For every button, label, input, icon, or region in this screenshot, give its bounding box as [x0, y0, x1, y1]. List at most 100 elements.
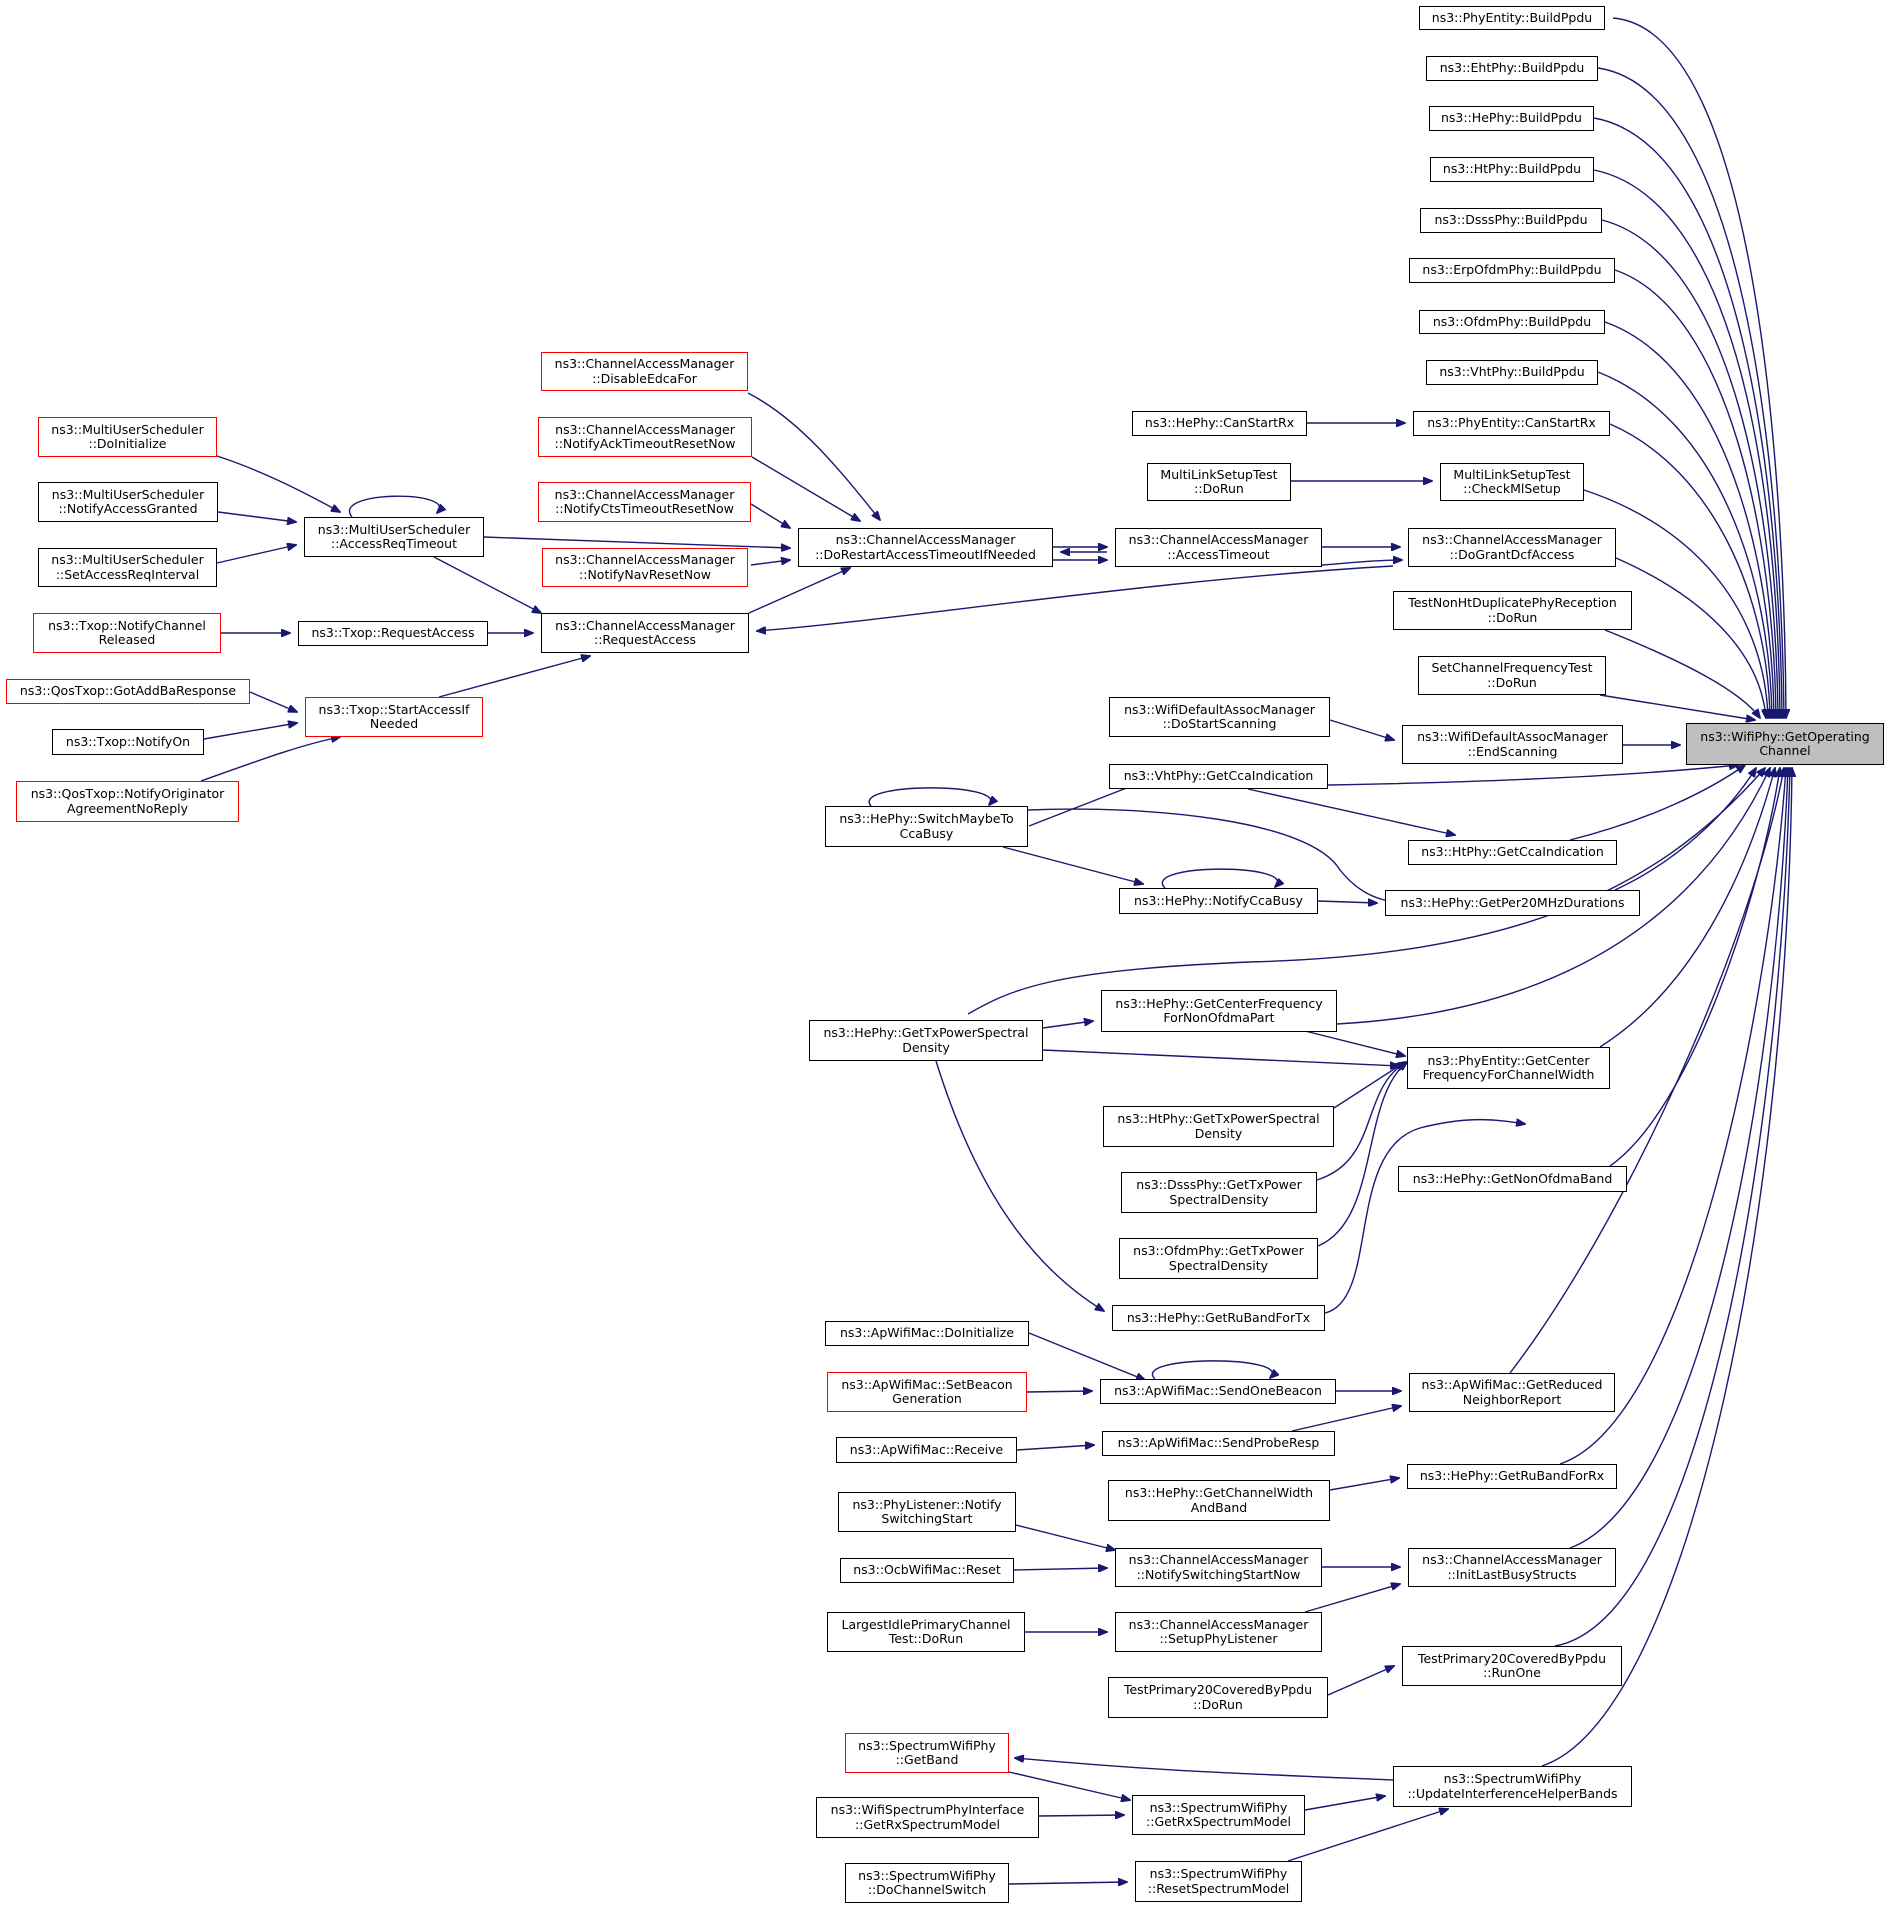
node-htphy-buildppdu[interactable]: ns3::HtPhy::BuildPpdu [1430, 157, 1594, 182]
node-hephy-getrubandforrx[interactable]: ns3::HePhy::GetRuBandForRx [1407, 1464, 1617, 1489]
node-mus-accessreqtimeout[interactable]: ns3::MultiUserScheduler ::AccessReqTimeo… [304, 517, 484, 557]
node-lipct-dorun[interactable]: LargestIdlePrimaryChannel Test::DoRun [827, 1612, 1025, 1652]
node-wdam-dostartscanning[interactable]: ns3::WifiDefaultAssocManager ::DoStartSc… [1109, 697, 1330, 737]
call-edge-81 [1008, 1882, 1127, 1884]
call-edge-56 [750, 560, 790, 566]
node-mlst-dorun[interactable]: MultiLinkSetupTest ::DoRun [1147, 463, 1291, 501]
call-edge-52 [1304, 1796, 1385, 1811]
node-cam-dorestart[interactable]: ns3::ChannelAccessManager ::DoRestartAcc… [798, 528, 1053, 567]
call-edge-62 [433, 556, 541, 613]
node-txop-startaccessifneeded[interactable]: ns3::Txop::StartAccessIf Needed [305, 697, 483, 737]
call-edge-54 [483, 536, 790, 548]
node-txop-notifyon[interactable]: ns3::Txop::NotifyOn [52, 729, 204, 755]
node-hephy-getchannelwidthandband[interactable]: ns3::HePhy::GetChannelWidth AndBand [1108, 1480, 1330, 1521]
node-dsssphy-buildppdu[interactable]: ns3::DsssPhy::BuildPpdu [1420, 208, 1602, 233]
node-mus-doinitialize[interactable]: ns3::MultiUserScheduler ::DoInitialize [38, 417, 217, 457]
node-hephy-gettxpsd[interactable]: ns3::HePhy::GetTxPowerSpectral Density [809, 1020, 1043, 1061]
node-ofdmphy-buildppdu[interactable]: ns3::OfdmPhy::BuildPpdu [1419, 310, 1605, 334]
node-hephy-switchmaybe[interactable]: ns3::HePhy::SwitchMaybeTo CcaBusy [825, 806, 1028, 847]
call-edge-75 [1016, 1445, 1094, 1451]
call-edge-66 [216, 455, 340, 512]
node-apwifimac-doinitialize[interactable]: ns3::ApWifiMac::DoInitialize [825, 1321, 1029, 1346]
call-edge-29 [1321, 560, 1402, 566]
node-htphy-gettxpsd[interactable]: ns3::HtPhy::GetTxPowerSpectral Density [1103, 1106, 1334, 1147]
call-edge-45 [935, 1060, 1104, 1311]
node-phyentity-getcenterfreq[interactable]: ns3::PhyEntity::GetCenter FrequencyForCh… [1407, 1047, 1610, 1089]
node-hephy-canstartrx[interactable]: ns3::HePhy::CanStartRx [1132, 411, 1307, 436]
node-qostxop-gotaddba[interactable]: ns3::QosTxop::GotAddBaResponse [6, 679, 250, 704]
call-edge-0 [1612, 17, 1786, 718]
node-hephy-getrubandfortx[interactable]: ns3::HePhy::GetRuBandForTx [1112, 1305, 1325, 1331]
call-edge-65 [438, 656, 590, 698]
call-edge-40 [1304, 1030, 1405, 1056]
node-apwifimac-getrnr[interactable]: ns3::ApWifiMac::GetReduced NeighborRepor… [1409, 1373, 1615, 1412]
node-cam-dograntdcfaccess[interactable]: ns3::ChannelAccessManager ::DoGrantDcfAc… [1408, 528, 1616, 567]
node-tnhtdpr-dorun[interactable]: TestNonHtDuplicatePhyReception ::DoRun [1393, 591, 1632, 630]
node-hephy-getcenterfreq[interactable]: ns3::HePhy::GetCenterFrequency ForNonOfd… [1101, 990, 1337, 1032]
node-ocbwifimac-reset[interactable]: ns3::OcbWifiMac::Reset [840, 1558, 1014, 1583]
call-edge-12 [1599, 694, 1755, 720]
call-edge-8 [1609, 423, 1770, 718]
call-edge-41 [1333, 1062, 1405, 1109]
node-hephy-getnonofdmaband[interactable]: ns3::HePhy::GetNonOfdmaBand [1398, 1166, 1627, 1192]
node-cam-disableedcafor[interactable]: ns3::ChannelAccessManager ::DisableEdcaF… [541, 352, 748, 391]
call-edge-34 [1247, 788, 1455, 835]
node-txop-requestaccess[interactable]: ns3::Txop::RequestAccess [298, 621, 488, 646]
node-phyentity-buildppdu[interactable]: ns3::PhyEntity::BuildPpdu [1419, 6, 1605, 30]
node-erpofdmphy-buildppdu[interactable]: ns3::ErpOfdmPhy::BuildPpdu [1409, 258, 1615, 283]
node-cam-notifyack[interactable]: ns3::ChannelAccessManager ::NotifyAckTim… [538, 417, 752, 457]
call-edge-61 [757, 565, 1394, 631]
node-ofdmphy-gettxpsd[interactable]: ns3::OfdmPhy::GetTxPower SpectralDensity [1119, 1238, 1318, 1279]
node-phyentity-canstartrx[interactable]: ns3::PhyEntity::CanStartRx [1413, 411, 1610, 436]
call-edge-35 [1027, 808, 1398, 903]
node-cam-notifyswitchingstartnow[interactable]: ns3::ChannelAccessManager ::NotifySwitch… [1115, 1548, 1322, 1587]
node-txop-notifychannelreleased[interactable]: ns3::Txop::NotifyChannel Released [33, 613, 221, 653]
root-node-getoperatingchannel: ns3::WifiPhy::GetOperating Channel [1686, 723, 1884, 765]
node-wspi-getrxspectrummodel[interactable]: ns3::WifiSpectrumPhyInterface ::GetRxSpe… [816, 1797, 1039, 1838]
call-edge-20 [1609, 768, 1780, 1167]
node-cam-accesstimeout[interactable]: ns3::ChannelAccessManager ::AccessTimeou… [1115, 528, 1322, 567]
node-apwifimac-sendproberesp[interactable]: ns3::ApWifiMac::SendProbeResp [1102, 1431, 1335, 1456]
node-swp-getband[interactable]: ns3::SpectrumWifiPhy ::GetBand [845, 1733, 1009, 1773]
node-cam-notifycts[interactable]: ns3::ChannelAccessManager ::NotifyCtsTim… [538, 482, 751, 522]
node-wdam-endscanning[interactable]: ns3::WifiDefaultAssocManager ::EndScanni… [1402, 725, 1623, 764]
node-swp-updateinterference[interactable]: ns3::SpectrumWifiPhy ::UpdateInterferenc… [1393, 1766, 1632, 1807]
node-hephy-notifyccabusy[interactable]: ns3::HePhy::NotifyCcaBusy [1119, 888, 1318, 914]
node-mlst-checkmlsetup[interactable]: MultiLinkSetupTest ::CheckMlSetup [1440, 463, 1584, 501]
node-dsssphy-gettxpsd[interactable]: ns3::DsssPhy::GetTxPower SpectralDensity [1121, 1172, 1317, 1213]
call-edge-42 [1316, 1063, 1405, 1181]
call-edge-17 [967, 768, 1765, 1015]
node-vhtphy-buildppdu[interactable]: ns3::VhtPhy::BuildPpdu [1426, 360, 1598, 385]
call-edge-7 [1597, 371, 1772, 718]
node-hephy-getper20[interactable]: ns3::HePhy::GetPer20MHzDurations [1385, 890, 1640, 916]
node-qostxop-notifyoriginator[interactable]: ns3::QosTxop::NotifyOriginator Agreement… [16, 781, 239, 822]
node-swp-resetspectrummodel[interactable]: ns3::SpectrumWifiPhy ::ResetSpectrumMode… [1135, 1861, 1302, 1902]
call-edge-83 [1151, 1360, 1272, 1379]
call-edge-5 [1614, 269, 1776, 718]
node-apwifimac-setbeacongen[interactable]: ns3::ApWifiMac::SetBeacon Generation [827, 1372, 1027, 1412]
call-edge-43 [1317, 1062, 1407, 1247]
node-cam-setupphylistener[interactable]: ns3::ChannelAccessManager ::SetupPhyList… [1115, 1612, 1322, 1652]
call-edge-33 [1028, 782, 1142, 827]
node-cam-notifynav[interactable]: ns3::ChannelAccessManager ::NotifyNavRes… [542, 548, 748, 587]
node-apwifimac-sendonebeacon[interactable]: ns3::ApWifiMac::SendOneBeacon [1100, 1379, 1336, 1404]
node-tp20cbp-dorun[interactable]: TestPrimary20CoveredByPpdu ::DoRun [1108, 1677, 1328, 1718]
node-mus-notifyaccessgranted[interactable]: ns3::MultiUserScheduler ::NotifyAccessGr… [38, 482, 218, 522]
call-edge-9 [1583, 489, 1768, 718]
node-tp20cbp-runone[interactable]: TestPrimary20CoveredByPpdu ::RunOne [1402, 1646, 1622, 1686]
node-vhtphy-getcca[interactable]: ns3::VhtPhy::GetCcaIndication [1109, 764, 1328, 789]
node-cam-initlastbusystructs[interactable]: ns3::ChannelAccessManager ::InitLastBusy… [1408, 1548, 1616, 1587]
node-htphy-getcca[interactable]: ns3::HtPhy::GetCcaIndication [1408, 840, 1617, 865]
node-hephy-buildppdu[interactable]: ns3::HePhy::BuildPpdu [1429, 106, 1594, 131]
node-scft-dorun[interactable]: SetChannelFrequencyTest ::DoRun [1418, 656, 1606, 695]
node-cam-requestaccess[interactable]: ns3::ChannelAccessManager ::RequestAcces… [541, 613, 749, 653]
node-apwifimac-receive[interactable]: ns3::ApWifiMac::Receive [836, 1437, 1017, 1463]
call-edge-85 [868, 787, 991, 806]
node-ehtphy-buildppdu[interactable]: ns3::EhtPhy::BuildPpdu [1426, 56, 1598, 81]
node-phylistener-notifyswitching[interactable]: ns3::PhyListener::Notify SwitchingStart [838, 1492, 1016, 1532]
node-mus-setaccessreqinterval[interactable]: ns3::MultiUserScheduler ::SetAccessReqIn… [38, 548, 217, 587]
call-edge-22 [1559, 768, 1786, 1465]
node-swp-dochannelswitch[interactable]: ns3::SpectrumWifiPhy ::DoChannelSwitch [845, 1863, 1009, 1903]
call-edge-82 [1015, 1758, 1394, 1781]
node-swp-getrxspectrummodel[interactable]: ns3::SpectrumWifiPhy ::GetRxSpectrumMode… [1132, 1795, 1305, 1835]
